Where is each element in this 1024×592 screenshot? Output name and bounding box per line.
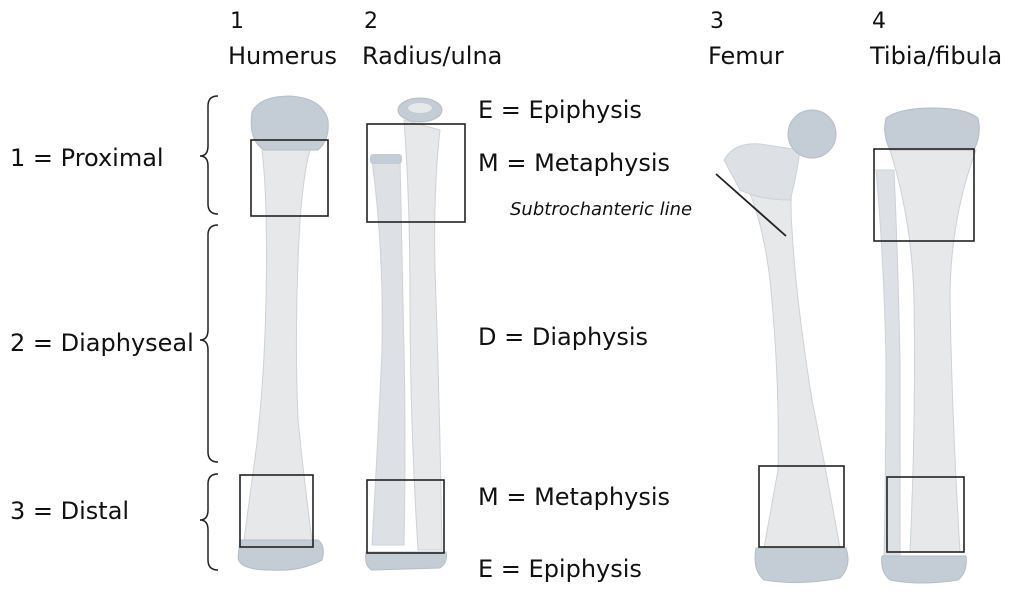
region-distal-label: 3 = Distal (10, 497, 130, 525)
subtrochanteric-line (715, 173, 787, 237)
column-1-number: 1 (230, 9, 244, 34)
radius-ulna-distal-metaphysis-box (366, 479, 445, 554)
tibia-fibula-proximal-metaphysis-box (873, 148, 975, 242)
column-3-number: 3 (710, 9, 724, 34)
humerus-proximal-metaphysis-box (250, 139, 329, 217)
brace-distal (199, 473, 219, 571)
epiphysis-bottom-label: E = Epiphysis (478, 555, 642, 583)
tibia-fibula-bone (875, 107, 980, 584)
diaphysis-label: D = Diaphysis (478, 323, 649, 351)
column-2-number: 2 (364, 9, 378, 34)
column-4-number: 4 (872, 9, 886, 34)
brace-diaphyseal (199, 224, 219, 463)
femur-bone (723, 109, 849, 584)
column-4-name: Tibia/fibula (870, 42, 1003, 70)
brace-proximal (199, 95, 219, 215)
region-diaphyseal-label: 2 = Diaphyseal (10, 329, 194, 357)
epiphysis-top-label: E = Epiphysis (478, 96, 642, 124)
metaphysis-top-label: M = Metaphysis (478, 149, 670, 177)
tibia-fibula-distal-metaphysis-box (886, 476, 965, 553)
column-2-name: Radius/ulna (362, 42, 503, 70)
metaphysis-bottom-label: M = Metaphysis (478, 483, 670, 511)
column-1-name: Humerus (228, 42, 337, 70)
region-proximal-label: 1 = Proximal (10, 144, 164, 172)
subtrochanteric-line-label: Subtrochanteric line (510, 199, 693, 220)
radius-ulna-bone (365, 97, 447, 571)
column-3-name: Femur (708, 42, 784, 70)
humerus-distal-metaphysis-box (239, 474, 314, 548)
radius-ulna-proximal-metaphysis-box (366, 123, 466, 223)
femur-distal-metaphysis-box (758, 465, 845, 548)
